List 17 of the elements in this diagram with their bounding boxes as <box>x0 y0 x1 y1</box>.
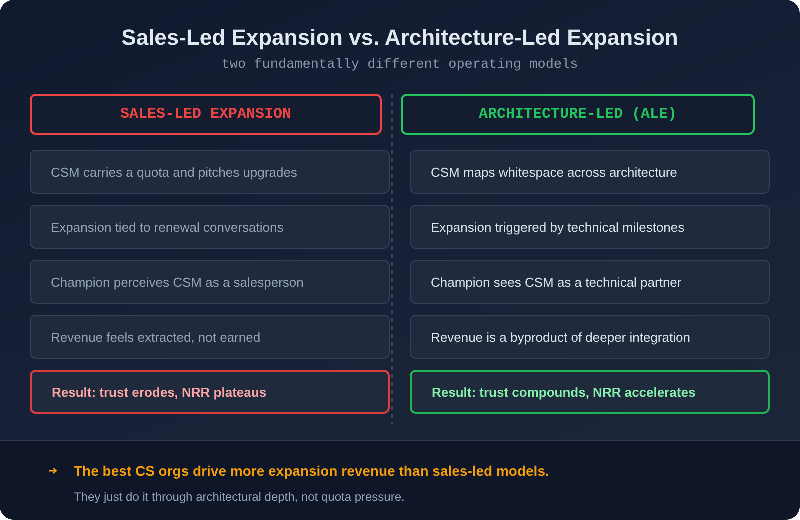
result-card: Result: trust compounds, NRR accelerates <box>410 370 770 414</box>
comparison-card: CSM maps whitespace across architecture <box>410 150 770 194</box>
takeaway-text: They just do it through architectural depth, not quota pressure. <box>74 489 405 505</box>
comparison-card: Revenue feels extracted, not earned <box>30 315 390 359</box>
column-header: SALES-LED EXPANSION <box>30 94 382 135</box>
comparison-card: CSM carries a quota and pitches upgrades <box>30 150 390 194</box>
comparison-card: Expansion triggered by technical milestones <box>410 205 770 249</box>
comparison-card: Revenue is a byproduct of deeper integration <box>410 315 770 359</box>
column-header: ARCHITECTURE-LED (ALE) <box>401 94 755 135</box>
result-card: Result: trust erodes, NRR plateaus <box>30 370 390 414</box>
comparison-card: Expansion tied to renewal conversations <box>30 205 390 249</box>
title: Sales-Led Expansion vs. Architecture-Led Expansion <box>120 24 680 52</box>
comparison-card: Champion perceives CSM as a salesperson <box>30 260 390 304</box>
takeaway-heading: The best CS orgs drive more expansion revenue than sales-led models. <box>74 462 550 480</box>
comparison-card: Champion sees CSM as a technical partner <box>410 260 770 304</box>
takeaway-panel <box>0 440 800 520</box>
subtitle: two fundamentally different operating models <box>220 57 580 75</box>
